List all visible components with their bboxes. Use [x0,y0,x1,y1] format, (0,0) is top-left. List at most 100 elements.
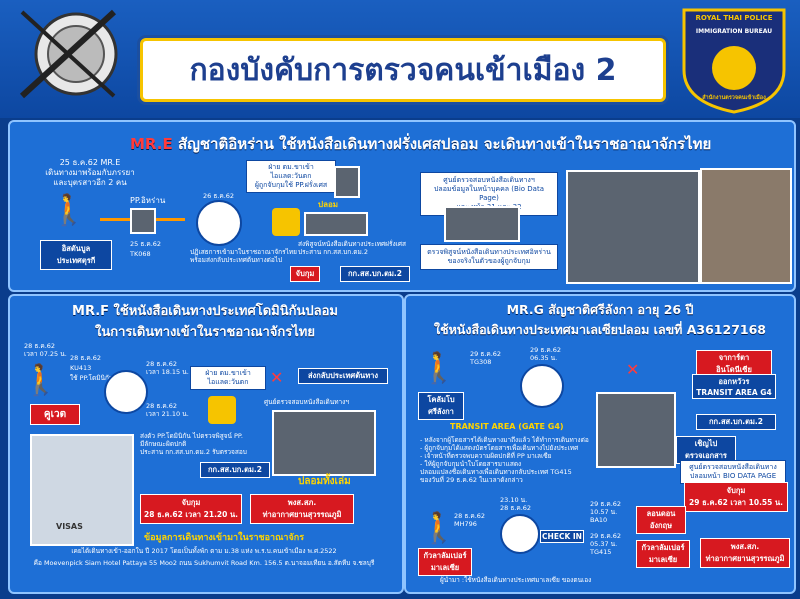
case-g-leg1-flight: BA10 [590,516,608,524]
immigration-bureau-badge: ROYAL THAI POLICE IMMIGRATION BUREAU สำน… [676,6,792,114]
traveler-icon: 🚶 [50,193,88,228]
page-title: กองบังคับการตรวจคนเข้าเมือง 2 [189,52,617,88]
case-e-intro: 25 ธ.ค.62 MR.E เดินทางมาพร้อมกับภรรยา แล… [30,158,150,188]
case-g-bio-note: ศูนย์ตรวจสอบหนังสือเดินทาง ปลอมหน้า BIO … [680,460,786,484]
note-line: ตรวจพิสูจน์หนังสือเดินทางประเทศอิหร่าน [427,248,551,256]
case-g-arrest-badge: จับกุม 29 ธ.ค.62 เวลา 10.55 น. [684,482,788,512]
case-f-transfer-note: ส่งตัว PP.โดมินิกัน ไปตรวจพิสูจน์ PP. มี… [140,432,270,456]
note-line: ปลอมหน้า BIO DATA PAGE [689,472,777,480]
dest-line: มาเลเซีย [648,555,678,564]
case-f-stop-note: ส่งกลับประเทศต้นทาง [298,368,388,384]
case-e-doc-note: ตรวจพิสูจน์หนังสือเดินทางประเทศอิหร่าน ข… [420,244,558,270]
case-g-title-line: ใช้หนังสือเดินทางประเทศมาเลเซียปลอม เลขท… [433,322,766,337]
document-photo [444,206,520,242]
case-f-police-badge: พงส.สภ. ท่าอากาศยานสุวรรณภูมิ [250,494,354,524]
gate-line: ออกหวัวร [718,377,750,386]
case-g-origin: โคลัมโบ ศรีลังกา [418,392,464,420]
case-g-title: MR.G สัญชาติศรีลังกา อายุ 26 ปี ใช้หนังส… [410,300,790,340]
case-g-title-line: MR.G สัญชาติศรีลังกา อายุ 26 ปี [506,302,694,317]
case-g-kl-arrive: 28 ธ.ค.62 [500,504,532,512]
badge-mid-text: IMMIGRATION BUREAU [695,28,773,35]
check-line: เชิญไป [694,439,718,448]
traveler-icon: 🚶 [420,351,458,386]
case-g-kl-date: 28 ธ.ค.62 [454,512,486,520]
case-f-pp-note: ใช้ PP.โดมินิกันปลอม [70,374,130,382]
case-g-kl-flight: MH796 [454,520,477,528]
case-g-leg1-time: 10.57 น. [590,508,618,516]
case-e-arrive-date: 26 ธ.ค.62 [203,192,235,200]
note-line: ปลอมข้อมูลในหน้าบุคคล (Bio Data Page) [433,185,544,202]
arrest-photo [566,170,700,284]
dest-line: จาการ์ตา [718,353,750,362]
case-g-kl-origin: กัวลาลัมเปอร์ มาเลเซีย [418,548,472,576]
origin-line: โคลัมโบ [427,395,455,404]
transit-photo [596,392,676,468]
note-line: ของจริงในตัวของผู้ถูกจับกุม [447,257,531,265]
case-g-leg2-time: 05.37 น. [590,540,618,548]
badge-top-text: ROYAL THAI POLICE [695,14,773,22]
case-f-fake-label: ปลอมทั้งเล่ม [298,476,351,487]
dest-line: อังกฤษ [649,521,673,530]
case-g-unit-badge: กก.สส.บก.ตม.2 [696,414,776,430]
stop-icon: ✕ [626,360,640,379]
case-e-transfer-note: ส่งพิสูจน์หนังสือเดินทางประเทศฝรั่งเศส ป… [298,240,408,256]
badge-bottom-text: สำนักงานตรวจคนเข้าเมือง [702,95,766,101]
note-line: ของวันที่ 29 ธ.ค.62 ในเวลาดังกล่าว [420,476,523,484]
case-e-origin: อิสตันบูล ประเทศตุรกี [40,240,112,270]
note-line: ศูนย์ตรวจสอบหนังสือเดินทาง [689,463,777,471]
airport-node [520,364,564,408]
passport-photo [130,208,156,234]
case-e-title-prefix: MR.E [130,135,173,153]
arrest-time: 28 ธ.ค.62 เวลา 21.20 น. [144,510,238,519]
case-f-time1: เวลา 07.25 น. [24,350,67,358]
note-line: ศูนย์ตรวจสอบหนังสือเดินทางฯ [443,176,535,184]
case-g-london: ลอนดอน อังกฤษ [636,506,686,534]
case-e-unit-badge: กก.สส.บก.ตม.2 [340,266,410,282]
case-e-arrest-badge: จับกุม [290,266,320,282]
traveler-icon: 🚶 [22,363,60,398]
police-unit: ท่าอากาศยานสุวรรณภูมิ [705,554,785,563]
case-f-title-line: ในการเดินทางเข้าในราชอาณาจักรไทย [94,325,315,340]
case-e-officer-note: ฝ่าย ตม.ขาเข้า ไอแลด:วันตก ผู้ถูกจับกุมใ… [246,160,336,193]
police-label: พงส.สภ. [287,498,317,507]
case-f-unit-badge: กก.สส.บก.ตม.2 [200,462,270,478]
case-f-title-line: MR.F ใช้หนังสือเดินทางประเทศโดมินิกันปลอ… [72,304,338,319]
visas-label: VISAS [56,522,83,531]
case-g-transit-note: - หลังจากผู้โดยสารได้เดินทางมาถึงแล้ว ได… [420,436,620,484]
case-g-check-badge: เชิญไป ตรวจเอกสาร [676,436,736,464]
case-g-kl-time: 23.10 น. [500,496,528,504]
note-line: - ผู้ถูกจับกุมได้แสดงบัตรโดยสารเพื่อเดิน… [420,444,579,452]
document-photo [304,212,368,236]
note-line: ประสาน กก.สส.บก.ตม.2 [298,248,369,256]
document-photo [272,410,376,476]
case-e-flight-code: TK068 [130,250,151,258]
case-f-title: MR.F ใช้หนังสือเดินทางประเทศโดมินิกันปลอ… [20,300,390,342]
note-line: ไอแลด:วันตก [270,172,312,180]
case-f-lab-note: ศูนย์ตรวจสอบหนังสือเดินทางฯ [264,398,349,406]
note-line: พร้อมส่งกลับประเทศต้นทางต่อไป [190,256,283,264]
case-g-date1: 29 ธ.ค.62 [470,350,502,358]
dest-line: ลอนดอน [646,509,676,518]
case-f-arrive-time: เวลา 18.15 น. [146,368,189,376]
case-f-footer-line2: คือ Moevenpick Siam Hotel Pattaya 55 Moo… [33,559,375,567]
note-line: - เจ้าหน้าที่ตรวจพบความผิดปกติที่ PP มาเ… [420,452,552,460]
officer-icon [208,396,236,424]
case-g-transit: TRANSIT AREA (GATE G4) [450,422,564,431]
case-f-footer-line1: เคยได้เดินทางเข้า-ออกใน ปี 2017 โดยเป็นท… [71,547,337,555]
case-g-arrive-time: 06.35 น. [530,354,558,362]
case-f-date2: 28 ธ.ค.62 [70,354,102,362]
check-line: ตรวจเอกสาร [685,451,727,460]
note-line: ฝ่าย ตม.ขาเข้า [268,163,314,171]
case-g-time1: TG308 [470,358,492,366]
airport-node [104,370,148,414]
case-f-date1: 28 ธ.ค.62 [24,342,56,350]
suspect-photo [700,168,792,284]
case-e-refuse-note: ปฏิเสธการเข้ามาในราชอาณาจักรไทย พร้อมส่ง… [190,248,300,264]
case-f-footer-title: ข้อมูลการเดินทางเข้ามาในราชอาณาจักร [144,533,305,543]
case-g-arrive-date: 29 ธ.ค.62 [530,346,562,354]
note-line: ไอแลด:วันตก [207,378,249,386]
case-g-police-badge: พงส.สภ. ท่าอากาศยานสุวรรณภูมิ [700,538,790,568]
case-g-gate: ออกหวัวร TRANSIT AREA G4 [692,374,776,399]
page-title-banner: กองบังคับการตรวจคนเข้าเมือง 2 [140,38,666,102]
note-line: ประสาน กก.สส.บก.ตม.2 รับตรวจสอบ [140,448,247,456]
